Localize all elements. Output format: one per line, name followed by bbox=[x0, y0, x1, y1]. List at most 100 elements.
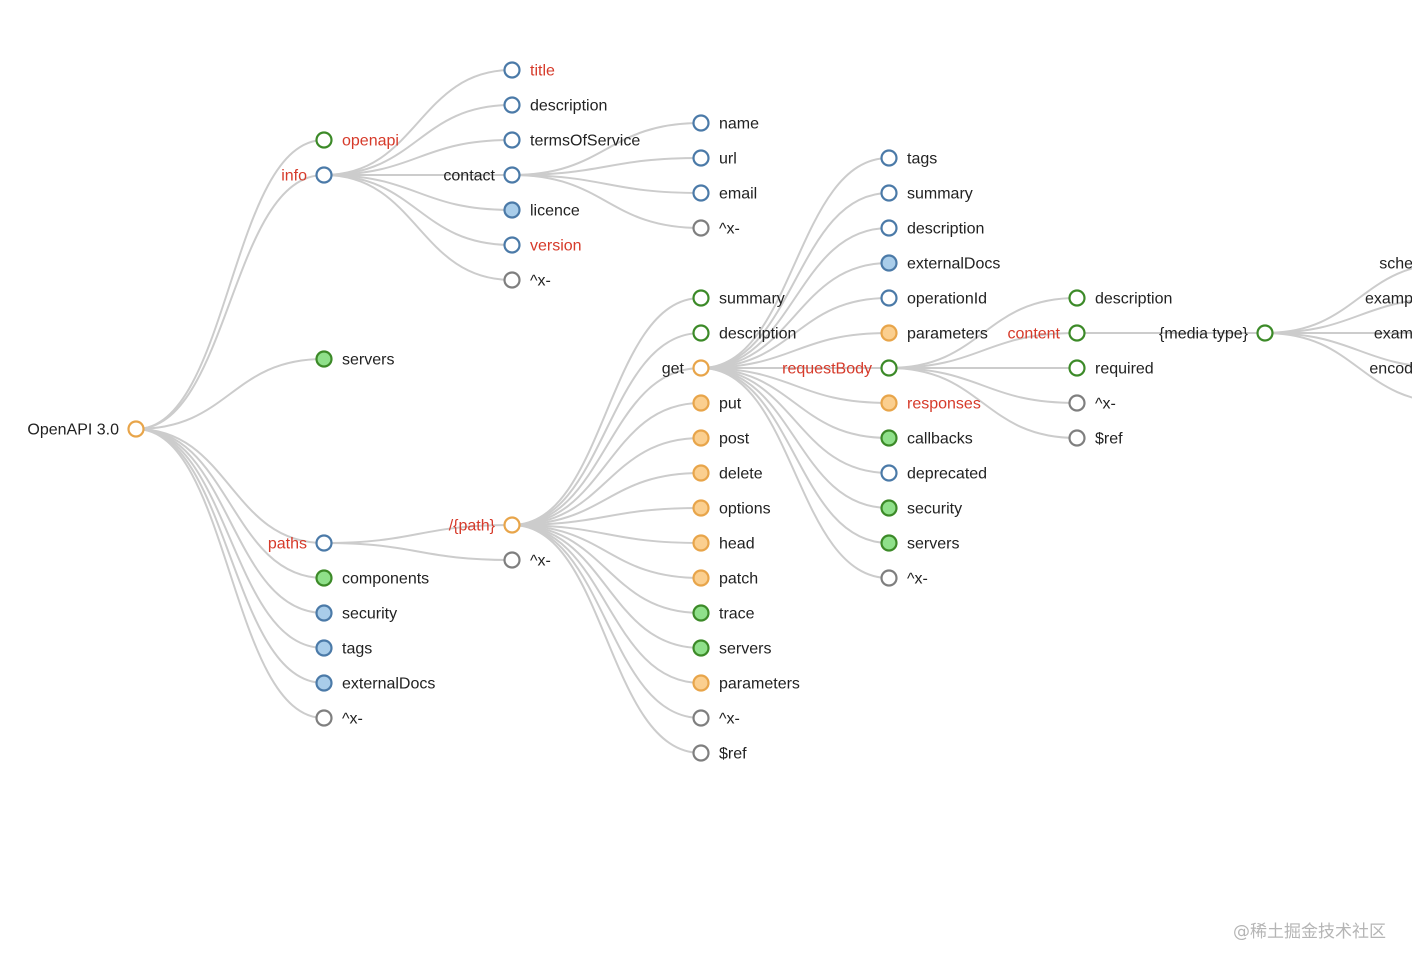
node-circle[interactable] bbox=[503, 131, 521, 149]
tree-node-deprecated[interactable]: deprecated bbox=[880, 464, 988, 483]
node-circle[interactable] bbox=[692, 324, 710, 342]
node-circle[interactable] bbox=[315, 569, 333, 587]
tree-node-tags[interactable]: tags bbox=[880, 149, 938, 168]
tree-node-operationid[interactable]: operationId bbox=[880, 289, 988, 308]
node-circle[interactable] bbox=[503, 236, 521, 254]
node-circle[interactable] bbox=[503, 201, 521, 219]
tree-node-get[interactable]: get bbox=[662, 359, 710, 378]
tree-node-patch[interactable]: patch bbox=[692, 569, 759, 588]
node-circle[interactable] bbox=[692, 744, 710, 762]
tree-node-put[interactable]: put bbox=[692, 394, 742, 413]
node-circle[interactable] bbox=[692, 394, 710, 412]
node-circle[interactable] bbox=[880, 499, 898, 517]
tree-node-callbacks[interactable]: callbacks bbox=[880, 429, 973, 448]
tree-node-description[interactable]: description bbox=[692, 324, 797, 343]
tree-node-url[interactable]: url bbox=[692, 149, 737, 168]
tree-node-servers[interactable]: servers bbox=[315, 350, 395, 369]
node-circle[interactable] bbox=[1068, 429, 1086, 447]
tree-node-x[interactable]: ^x- bbox=[692, 219, 740, 238]
node-circle[interactable] bbox=[880, 569, 898, 587]
tree-node-exam[interactable]: exam bbox=[1374, 326, 1412, 343]
node-circle[interactable] bbox=[127, 420, 145, 438]
node-circle[interactable] bbox=[692, 429, 710, 447]
node-circle[interactable] bbox=[315, 639, 333, 657]
node-circle[interactable] bbox=[880, 149, 898, 167]
tree-node-contact[interactable]: contact bbox=[443, 166, 521, 185]
tree-node-x[interactable]: ^x- bbox=[503, 271, 551, 290]
node-circle[interactable] bbox=[1256, 324, 1274, 342]
node-circle[interactable] bbox=[692, 149, 710, 167]
tree-node-sche[interactable]: sche bbox=[1379, 256, 1412, 273]
node-circle[interactable] bbox=[315, 131, 333, 149]
node-circle[interactable] bbox=[880, 534, 898, 552]
node-circle[interactable] bbox=[315, 166, 333, 184]
tree-node-responses[interactable]: responses bbox=[880, 394, 981, 413]
node-circle[interactable] bbox=[315, 534, 333, 552]
tree-node-email[interactable]: email bbox=[692, 184, 758, 203]
node-circle[interactable] bbox=[880, 429, 898, 447]
node-circle[interactable] bbox=[880, 254, 898, 272]
tree-node-summary[interactable]: summary bbox=[880, 184, 973, 203]
tree-node-components[interactable]: components bbox=[315, 569, 430, 588]
node-circle[interactable] bbox=[503, 551, 521, 569]
node-circle[interactable] bbox=[503, 166, 521, 184]
node-circle[interactable] bbox=[1068, 394, 1086, 412]
tree-node-requestbody[interactable]: requestBody bbox=[782, 359, 898, 378]
tree-node-ref[interactable]: $ref bbox=[692, 744, 748, 763]
tree-node-termsofservice[interactable]: termsOfService bbox=[503, 131, 641, 150]
tree-node-servers[interactable]: servers bbox=[880, 534, 960, 553]
node-circle[interactable] bbox=[1068, 359, 1086, 377]
node-circle[interactable] bbox=[880, 184, 898, 202]
tree-node-description[interactable]: description bbox=[880, 219, 985, 238]
tree-node-delete[interactable]: delete bbox=[692, 464, 763, 483]
tree-node-x[interactable]: ^x- bbox=[503, 551, 551, 570]
node-circle[interactable] bbox=[880, 394, 898, 412]
tree-node-head[interactable]: head bbox=[692, 534, 755, 553]
node-circle[interactable] bbox=[692, 114, 710, 132]
tree-node-externaldocs[interactable]: externalDocs bbox=[315, 674, 436, 693]
node-circle[interactable] bbox=[503, 61, 521, 79]
tree-node-options[interactable]: options bbox=[692, 499, 771, 518]
tree-node-info[interactable]: info bbox=[281, 166, 333, 185]
tree-node-x[interactable]: ^x- bbox=[692, 709, 740, 728]
node-circle[interactable] bbox=[880, 324, 898, 342]
tree-node-name[interactable]: name bbox=[692, 114, 760, 133]
node-circle[interactable] bbox=[692, 219, 710, 237]
tree-node-parameters[interactable]: parameters bbox=[880, 324, 988, 343]
node-circle[interactable] bbox=[503, 516, 521, 534]
tree-node-security[interactable]: security bbox=[315, 604, 398, 623]
tree-node-parameters[interactable]: parameters bbox=[692, 674, 800, 693]
node-circle[interactable] bbox=[692, 464, 710, 482]
tree-node-media-type[interactable]: {media type} bbox=[1159, 324, 1274, 343]
tree-node-version[interactable]: version bbox=[503, 236, 582, 255]
node-circle[interactable] bbox=[880, 219, 898, 237]
tree-node-security[interactable]: security bbox=[880, 499, 963, 518]
node-circle[interactable] bbox=[692, 359, 710, 377]
tree-node-ref[interactable]: $ref bbox=[1068, 429, 1124, 448]
node-circle[interactable] bbox=[880, 464, 898, 482]
node-circle[interactable] bbox=[315, 674, 333, 692]
node-circle[interactable] bbox=[692, 639, 710, 657]
node-circle[interactable] bbox=[692, 499, 710, 517]
node-circle[interactable] bbox=[1068, 324, 1086, 342]
node-circle[interactable] bbox=[315, 350, 333, 368]
tree-node-x[interactable]: ^x- bbox=[1068, 394, 1116, 413]
tree-node-path[interactable]: /{path} bbox=[449, 516, 521, 535]
node-circle[interactable] bbox=[692, 604, 710, 622]
node-circle[interactable] bbox=[315, 709, 333, 727]
tree-node-content[interactable]: content bbox=[1008, 324, 1086, 343]
tree-node-x[interactable]: ^x- bbox=[880, 569, 928, 588]
tree-node-externaldocs[interactable]: externalDocs bbox=[880, 254, 1001, 273]
tree-node-description[interactable]: description bbox=[503, 96, 608, 115]
node-circle[interactable] bbox=[880, 289, 898, 307]
node-circle[interactable] bbox=[315, 604, 333, 622]
node-circle[interactable] bbox=[503, 271, 521, 289]
node-circle[interactable] bbox=[692, 709, 710, 727]
tree-node-x[interactable]: ^x- bbox=[315, 709, 363, 728]
tree-node-openapi-3-0[interactable]: OpenAPI 3.0 bbox=[27, 420, 145, 439]
tree-node-tags[interactable]: tags bbox=[315, 639, 373, 658]
tree-node-servers[interactable]: servers bbox=[692, 639, 772, 658]
node-circle[interactable] bbox=[692, 534, 710, 552]
tree-node-title[interactable]: title bbox=[503, 61, 556, 80]
tree-node-licence[interactable]: licence bbox=[503, 201, 580, 220]
